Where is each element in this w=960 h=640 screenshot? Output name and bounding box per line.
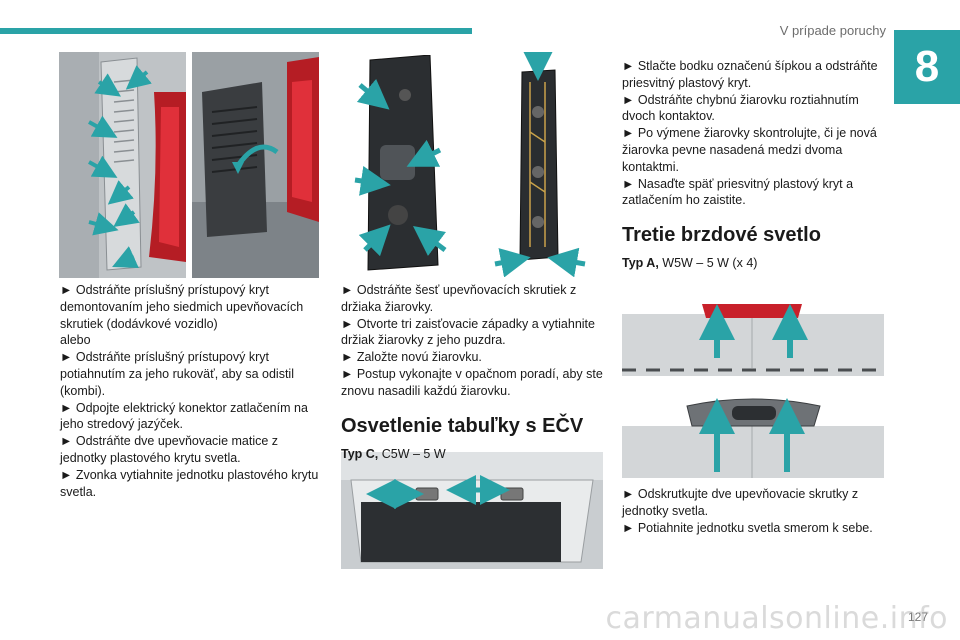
photo-license-plate-light <box>341 452 603 569</box>
watermark-text: carmanualsonline.info <box>605 601 948 636</box>
page-header-title: V prípade poruchy <box>779 23 886 38</box>
page-number: 127 <box>907 610 928 624</box>
bulb-type-label: Typ C, <box>341 446 379 461</box>
instruction-paragraph: ► Potiahnite jednotku svetla smerom k se… <box>622 520 873 535</box>
instruction-paragraph: ► Nasaďte späť priesvitný plastový kryt … <box>622 176 854 208</box>
photo-access-cover-screws <box>59 52 186 278</box>
column-3-bottom-text: ► Odskrutkujte dve upevňovacie skrutky z… <box>622 486 884 536</box>
instruction-paragraph: ► Založte novú žiarovku. <box>341 350 482 365</box>
bulb-type-line: Typ C, C5W – 5 W <box>341 446 603 463</box>
chapter-number-tab: 8 <box>894 30 960 104</box>
instruction-paragraph: ► Odpojte elektrický konektor zatlačením… <box>60 400 308 432</box>
header-accent-bar <box>0 28 472 34</box>
photo-third-brake-light-bottom <box>622 388 884 478</box>
instruction-paragraph: ► Otvorte tri zaisťovacie západky a vyti… <box>341 316 595 348</box>
instruction-paragraph: ► Odstráňte šesť upevňovacích skrutiek z… <box>341 283 577 314</box>
instruction-paragraph: ► Odstráňte dve upevňovacie matice z jed… <box>60 434 279 465</box>
column-3-text: ► Stlačte bodku označenú šípkou a odstrá… <box>622 58 884 280</box>
instruction-paragraph: ► Odstráňte chybnú žiarovku roztiahnutím… <box>622 92 859 124</box>
photo-access-cover-handle <box>192 52 319 278</box>
photo-third-brake-light-top <box>622 286 884 376</box>
instruction-paragraph: alebo <box>60 333 91 348</box>
bulb-type-value: W5W – 5 W (x 4) <box>658 256 758 271</box>
column-2-text: ► Odstráňte šesť upevňovacích skrutiek z… <box>341 282 603 470</box>
instruction-paragraph: ► Zvonka vytiahnite jednotku plastového … <box>60 467 319 499</box>
column-1-text: ► Odstráňte príslušný prístupový kryt de… <box>60 282 325 500</box>
photo-bulb-holder <box>490 52 590 277</box>
instruction-paragraph: ► Odskrutkujte dve upevňovacie skrutky z… <box>622 487 859 518</box>
instruction-paragraph: ► Postup vykonajte v opačnom poradí, aby… <box>341 366 603 398</box>
bulb-type-line: Typ A, W5W – 5 W (x 4) <box>622 255 884 272</box>
bulb-type-value: C5W – 5 W <box>378 446 446 461</box>
photo-lamp-unit-screws <box>350 55 450 273</box>
instruction-paragraph: ► Odstráňte príslušný prístupový kryt po… <box>60 350 294 398</box>
instruction-paragraph: ► Po výmene žiarovky skontrolujte, či je… <box>622 126 877 174</box>
section-title-license-plate-light: Osvetlenie tabuľky s EČV <box>341 414 584 437</box>
section-title-third-brake-light: Tretie brzdové svetlo <box>622 224 821 247</box>
instruction-paragraph: ► Odstráňte príslušný prístupový kryt de… <box>60 283 304 331</box>
instruction-paragraph: ► Stlačte bodku označenú šípkou a odstrá… <box>622 59 878 90</box>
bulb-type-label: Typ A, <box>622 256 659 271</box>
